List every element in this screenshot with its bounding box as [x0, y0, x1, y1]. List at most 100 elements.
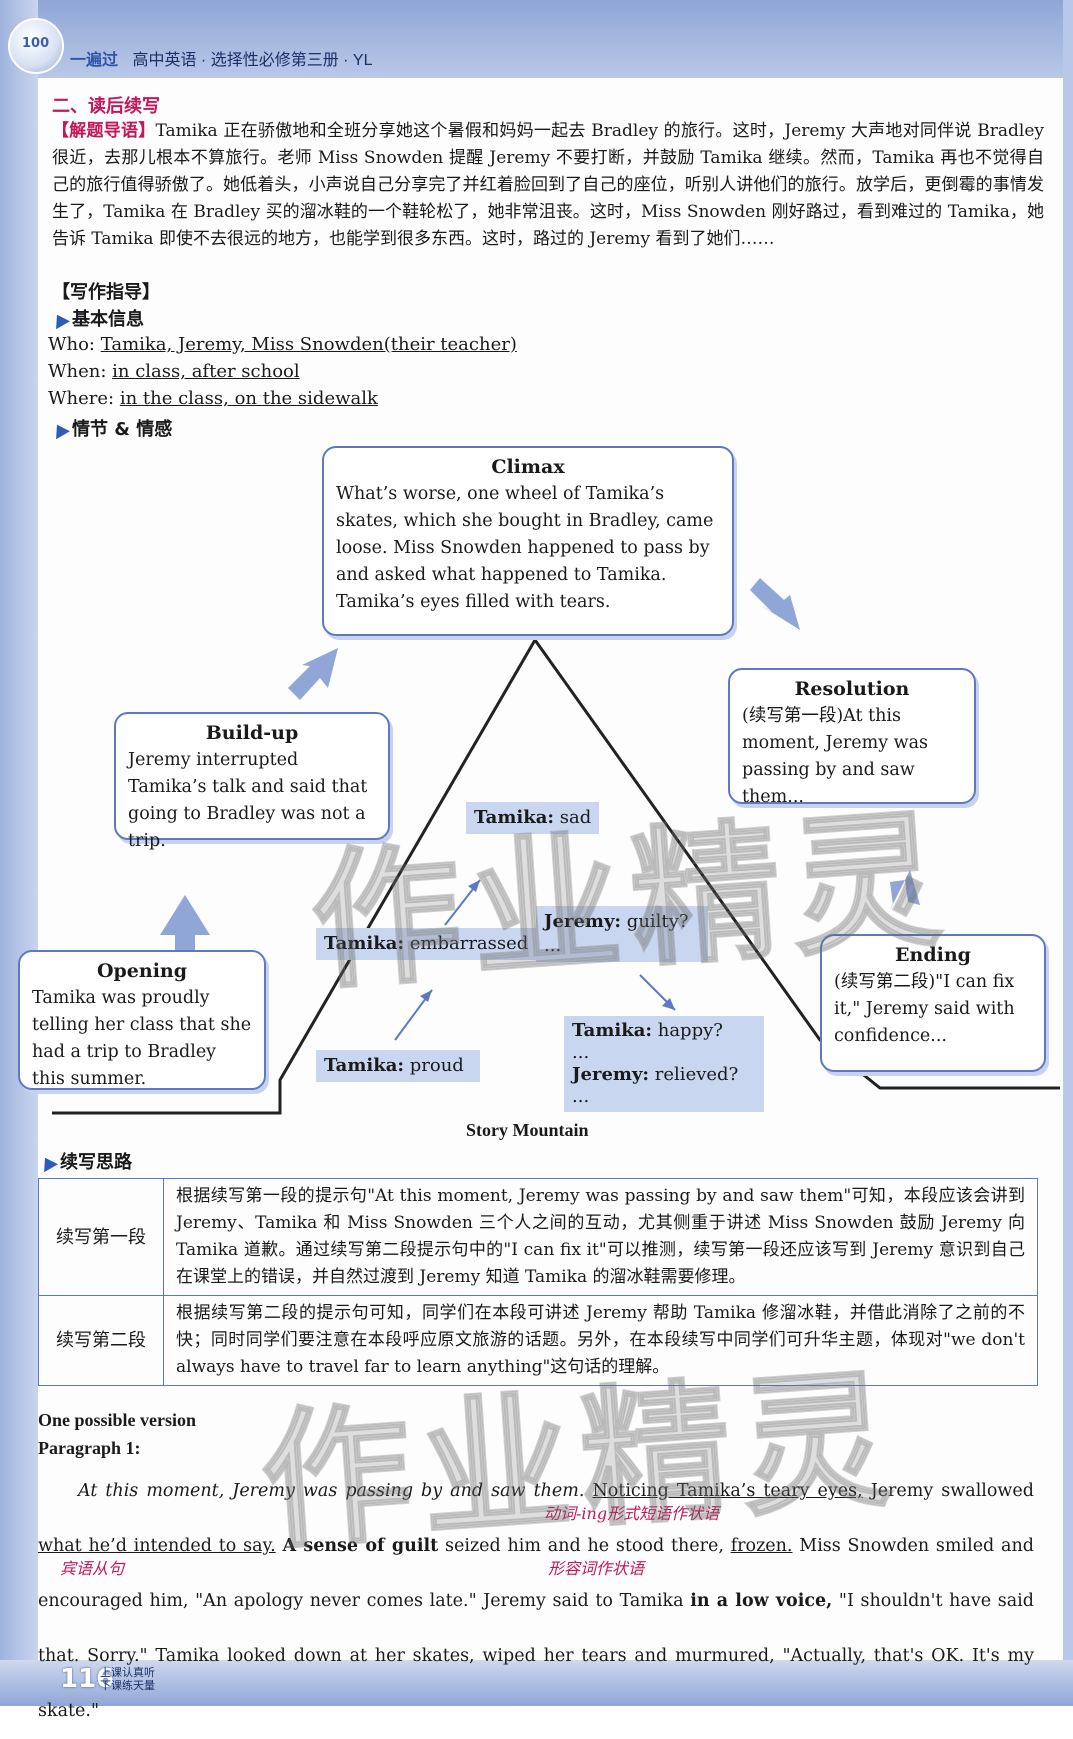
- basic-info-heading: 基本信息: [50, 305, 144, 331]
- footer-slogan: 上课认真听 下课练天量: [100, 1666, 155, 1692]
- who-value: Tamika, Jeremy, Miss Snowden(their teach…: [100, 334, 517, 355]
- when-line: When: in class, after school: [48, 361, 300, 382]
- page-number: 116: [60, 1664, 115, 1694]
- where-label: Where:: [48, 388, 115, 409]
- feeling-who: Tamika:: [572, 1020, 652, 1041]
- who-line: Who: Tamika, Jeremy, Miss Snowden(their …: [48, 334, 517, 355]
- ideas-heading: 续写思路: [38, 1148, 132, 1174]
- plot-heading: 情节 & 情感: [50, 415, 173, 441]
- climax-text: What’s worse, one wheel of Tamika’s skat…: [336, 484, 714, 612]
- who-label: Who:: [48, 334, 95, 355]
- ending-text: (续写第二段)"I can fix it," Jeremy said with …: [834, 972, 1015, 1046]
- triangle-bullet-icon: [38, 1153, 58, 1173]
- sample-phrase-underlined: what he’d intended to say.: [38, 1536, 276, 1556]
- feeling-word: embarrassed: [409, 933, 529, 954]
- ideas-table: 续写第一段 根据续写第一段的提示句"At this moment, Jeremy…: [38, 1178, 1038, 1386]
- where-value: in the class, on the sidewalk: [119, 388, 378, 409]
- small-arrow-head-icon: [468, 880, 480, 892]
- sample-sentence: Miss Snowden smiled and encouraged him, …: [38, 1536, 1034, 1611]
- feeling-word: sad: [559, 807, 592, 828]
- sample-sentence: At this moment, Jeremy was passing by an…: [78, 1481, 585, 1501]
- sample-paragraph-1: At this moment, Jeremy was passing by an…: [38, 1464, 1034, 1739]
- arrow-down-ending-icon: [890, 870, 920, 910]
- buildup-title: Build-up: [205, 722, 299, 744]
- writing-guide-tag: 【写作指导】: [52, 282, 160, 303]
- right-band: [1063, 0, 1073, 1706]
- small-arrow-head-icon: [420, 990, 432, 1002]
- sample-phrase-bold: in a low voice,: [690, 1591, 833, 1611]
- buildup-box: Build-up Jeremy interrupted Tamika’s tal…: [114, 712, 390, 851]
- sample-phrase-bold: A sense of guilt: [282, 1536, 439, 1556]
- arrow-up-buildup-icon: [288, 648, 338, 700]
- annotation-note: 形容词作状语: [548, 1559, 645, 1578]
- footer-slogan-line: 下课练天量: [100, 1679, 155, 1692]
- running-header: 一遍过 高中英语 · 选择性必修第三册 · YL: [70, 46, 372, 70]
- header-band: [0, 0, 1073, 78]
- feeling-word: proud: [409, 1055, 464, 1076]
- annotation-note: 动词-ing形式短语作状语: [544, 1504, 720, 1523]
- feeling-ellipsis: ...: [572, 1086, 590, 1107]
- sample-phrase-underlined: frozen.: [730, 1536, 793, 1556]
- sample-sentence: Jeremy swallowed: [870, 1481, 1034, 1501]
- table-cell-text: 根据续写第一段的提示句"At this moment, Jeremy was p…: [163, 1178, 1038, 1296]
- paragraph-label: Paragraph 1:: [38, 1438, 141, 1458]
- resolution-box: Resolution (续写第一段)At this moment, Jeremy…: [728, 668, 976, 807]
- annotation-note: 宾语从句: [60, 1559, 125, 1578]
- guide-text: Tamika 正在骄傲地和全班分享她这个暑假和妈妈一起去 Bradley 的旅行…: [52, 121, 1044, 249]
- feeling-tamika-sad: Tamika: sad: [466, 802, 600, 834]
- guide-tag: 【解题导语】: [52, 121, 156, 141]
- ending-title: Ending: [895, 944, 971, 966]
- guide-paragraph: 【解题导语】Tamika 正在骄傲地和全班分享她这个暑假和妈妈一起去 Bradl…: [52, 118, 1044, 253]
- left-band: [0, 0, 38, 1706]
- plot-heading-label: 情节 & 情感: [72, 419, 173, 440]
- table-cell-text: 根据续写第二段的提示句可知，同学们在本段可讲述 Jeremy 帮助 Tamika…: [163, 1295, 1038, 1386]
- resolution-text: (续写第一段)At this moment, Jeremy was passin…: [742, 706, 929, 807]
- series-name: 一遍过: [70, 52, 119, 69]
- watermark: 作业精灵: [255, 1352, 908, 1572]
- table-cell-label: 续写第二段: [38, 1295, 164, 1386]
- table-row: 续写第二段 根据续写第二段的提示句可知，同学们在本段可讲述 Jeremy 帮助 …: [38, 1295, 1038, 1386]
- feeling-tamika-embarrassed: Tamika: embarrassed: [316, 928, 540, 960]
- version-title: One possible version: [38, 1410, 197, 1430]
- when-value: in class, after school: [112, 361, 300, 382]
- page-paper: [38, 78, 1063, 1660]
- watermark: 作业精灵: [305, 792, 958, 1012]
- footer-band: [0, 1660, 1073, 1706]
- sample-phrase-underlined: Noticing Tamika’s teary eyes,: [592, 1481, 863, 1501]
- arrow-up-opening-icon: [160, 895, 210, 965]
- table-cell-label: 续写第一段: [38, 1178, 164, 1296]
- feeling-who: Tamika:: [324, 1055, 404, 1076]
- feeling-tamika-jeremy-end: Tamika: happy? ... Jeremy: relieved? ...: [564, 1016, 764, 1112]
- when-label: When:: [48, 361, 107, 382]
- feeling-ellipsis: ...: [544, 935, 562, 956]
- feeling-who: Jeremy:: [544, 911, 622, 932]
- table-row: 续写第一段 根据续写第一段的提示句"At this moment, Jeremy…: [38, 1178, 1038, 1296]
- feeling-word: happy?: [657, 1020, 723, 1041]
- ideas-heading-label: 续写思路: [60, 1152, 132, 1173]
- brand-logo-icon: [8, 18, 64, 74]
- feeling-word: relieved?: [654, 1064, 739, 1085]
- opening-title: Opening: [96, 960, 188, 982]
- feeling-who: Tamika:: [324, 933, 404, 954]
- feeling-who: Tamika:: [474, 807, 554, 828]
- arrow-down-resolution-icon: [750, 578, 800, 630]
- section-title: 二、读后续写: [52, 96, 160, 117]
- climax-box: Climax What’s worse, one wheel of Tamika…: [322, 446, 734, 636]
- basic-info-label: 基本信息: [72, 309, 144, 330]
- feeling-word: guilty?: [626, 911, 689, 932]
- opening-text: Tamika was proudly telling her class tha…: [32, 988, 252, 1089]
- resolution-title: Resolution: [794, 678, 910, 700]
- sample-sentence: seized him and he stood there,: [445, 1536, 724, 1556]
- feeling-tamika-proud: Tamika: proud: [316, 1050, 480, 1082]
- opening-box: Opening Tamika was proudly telling her c…: [18, 950, 266, 1090]
- buildup-text: Jeremy interrupted Tamika’s talk and sai…: [128, 750, 368, 851]
- feeling-jeremy-guilty: Jeremy: guilty? ...: [536, 906, 708, 962]
- climax-title: Climax: [491, 456, 565, 478]
- ending-box: Ending (续写第二段)"I can fix it," Jeremy sai…: [820, 934, 1046, 1072]
- small-arrow-head-icon: [662, 998, 675, 1010]
- feeling-who: Jeremy:: [572, 1064, 650, 1085]
- book-title: 高中英语 · 选择性必修第三册 · YL: [132, 52, 373, 69]
- feeling-ellipsis: ...: [572, 1042, 590, 1063]
- diagram-caption: Story Mountain: [466, 1120, 589, 1140]
